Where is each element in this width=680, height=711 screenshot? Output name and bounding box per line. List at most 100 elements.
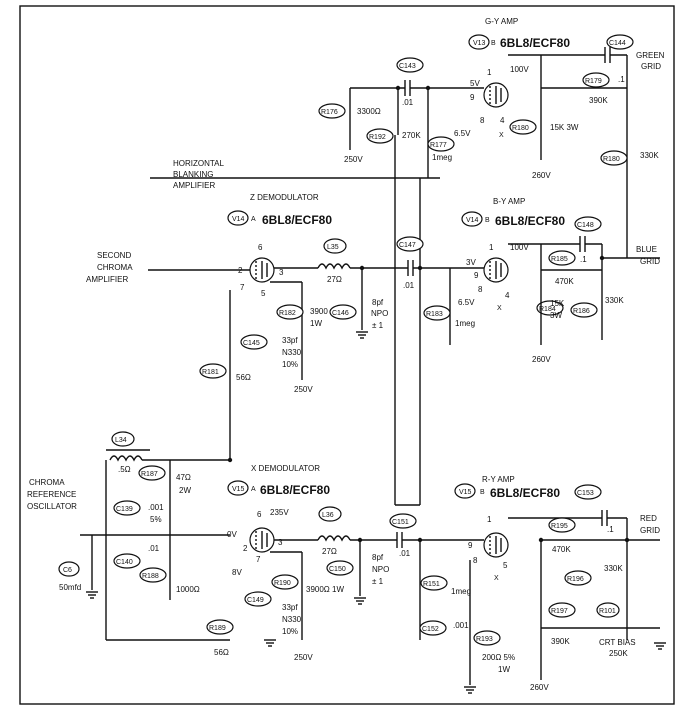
l35-ref: L35 [327,244,339,251]
r182-ref: R182 [279,310,296,317]
r188-ref: R188 [142,573,159,580]
by-voltage-3v: 3V [466,258,476,267]
r179-ref: R179 [585,78,602,85]
c146-value-3: ± 1 [372,321,384,330]
x-voltage-0v: 0V [227,530,237,539]
r197-value: 390K [551,637,570,646]
c152-ref: C152 [422,626,439,633]
c146-ref: C146 [332,310,349,317]
v260-top: 260V [532,171,551,180]
horizontal-line3: AMPLIFIER [173,181,215,190]
r189-value: 56Ω [214,648,229,657]
gy-tube [483,82,509,108]
r184-value-2: 3W [550,311,562,320]
by-tube-ref: V14 [466,217,479,224]
by-amp-section: B-Y AMP V14 B 6BL8/ECF80 1 9 8 4 X 3V 10… [458,197,565,312]
r188-badge [139,567,167,583]
z-demod-label: Z DEMODULATOR [250,193,319,202]
c152-value: .001 [453,621,469,630]
ry-tube-type: 6BL8/ECF80 [490,486,560,500]
c147-badge [396,236,424,252]
c145-ref: C145 [243,340,260,347]
ry-amp-label: R-Y AMP [482,475,515,484]
c147-value: .01 [403,281,415,290]
l35-coil [317,263,351,270]
ry-pin-9: 9 [468,541,473,550]
l36-coil [317,535,351,542]
c139-ref: C139 [116,506,133,513]
c145-badge [240,334,268,350]
junction-dot [425,85,431,91]
by-pin-8: 8 [478,285,483,294]
blue-grid-line2: GRID [640,257,660,266]
l35-badge [323,238,347,254]
x-pin-2: 2 [243,544,248,553]
c153-badge [574,484,602,500]
r195-badge [548,517,576,533]
c145-value-3: 10% [282,360,298,369]
x-tube-section: A [251,486,256,493]
r189-ref: R189 [209,625,226,632]
r193-ref: R193 [476,636,493,643]
by-amp-label: B-Y AMP [493,197,525,206]
r185-value: 470K [555,277,574,286]
c151-badge [389,513,417,529]
c149-ground [263,639,277,647]
r196-ref: R196 [567,576,584,583]
c143-value: .01 [402,98,414,107]
c139-value-2: 5% [150,515,162,524]
junction-dot [357,537,363,543]
r197-badge [548,602,576,618]
chroma-ref-line1: CHROMA [29,478,65,487]
r177-ref: R177 [430,142,447,149]
z-tube [249,257,275,283]
c150-ref: C150 [329,566,346,573]
r180a-value: 15K 3W [550,123,579,132]
gy-tube-ref: V13 [473,40,486,47]
z-pin-7: 7 [240,283,245,292]
c148-value: .1 [580,255,587,264]
by-pin-x: X [497,305,502,312]
r180b-badge [600,150,628,166]
r186-badge [570,302,598,318]
c143-ref: C143 [399,63,416,70]
z-tube-ref: V14 [232,216,245,223]
c152-badge [419,620,447,636]
gy-voltage-100v: 100V [510,65,529,74]
c149-badge [244,591,272,607]
horizontal-line2: BLANKING [173,170,213,179]
x-pin-3: 3 [278,538,283,547]
r190-ref: R190 [274,580,291,587]
v260-by: 260V [532,355,551,364]
c151-ref: C151 [392,519,409,526]
r190-value: 3900Ω 1W [306,585,344,594]
green-grid-line1: GREEN [636,51,665,60]
ry-tube-ref: V15 [459,489,472,496]
ry-tube [483,532,509,558]
ry-pin-8: 8 [473,556,478,565]
ry-tube-section: B [480,489,485,496]
r195-ref: R195 [551,523,568,530]
c150-badge [326,560,354,576]
r193-badge [473,630,501,646]
c146-value-2: NPO [371,309,388,318]
z-tube-type: 6BL8/ECF80 [262,213,332,227]
diagram-frame [19,5,675,705]
l34-ref: L34 [115,437,127,444]
c146-ground [355,331,369,339]
r185-ref: R185 [551,256,568,263]
c151-value: .01 [399,549,411,558]
z-pin-5: 5 [261,289,266,298]
r182-badge [276,304,304,320]
l34-value: .5Ω [118,465,131,474]
gy-pin-1: 1 [487,68,492,77]
junction-dot [599,255,605,261]
by-voltage-6-5v: 6.5V [458,298,475,307]
r193-value-1: 200Ω 5% [482,653,515,662]
r189-badge [206,619,234,635]
c150-value-3: ± 1 [372,577,384,586]
r190-badge [271,574,299,590]
gy-amp-label: G-Y AMP [485,17,518,26]
ry-tube-ref-badge [454,483,476,499]
blue-grid-line1: BLUE [636,245,657,254]
